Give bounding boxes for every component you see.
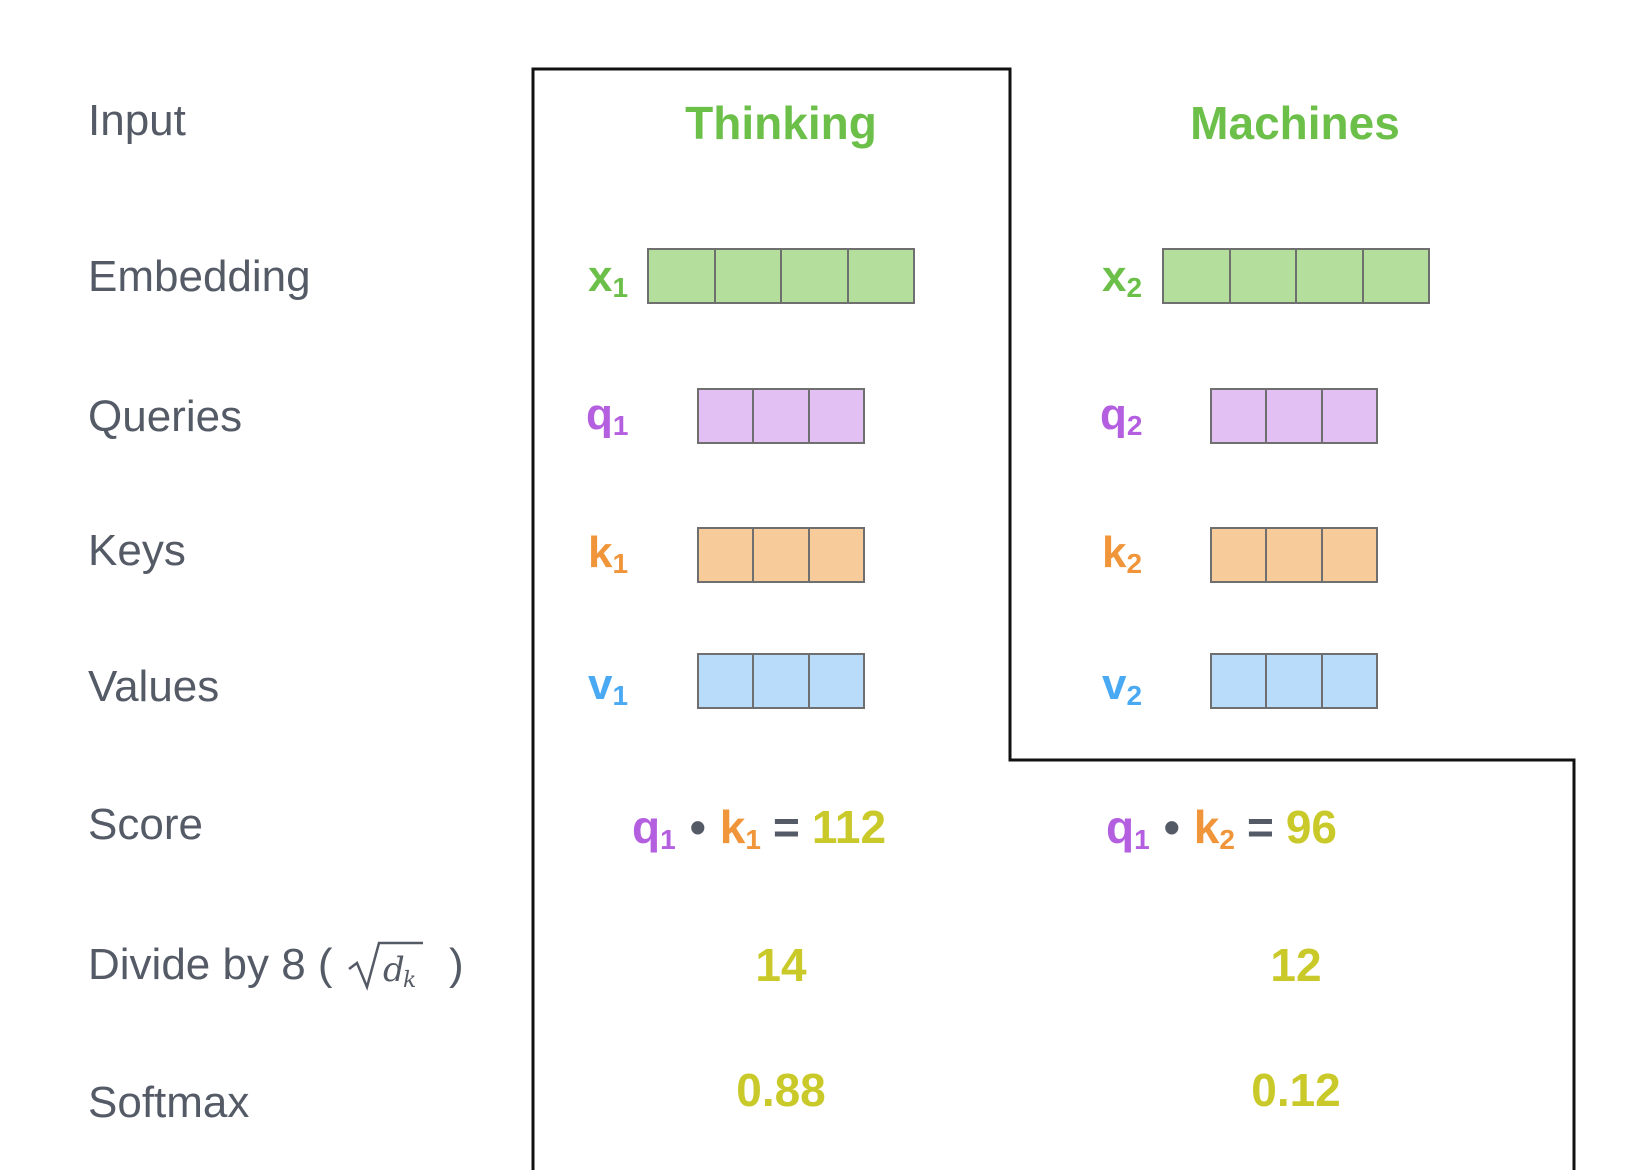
vector-cell: [699, 655, 755, 707]
score-expression-1: q1•k1=112: [632, 801, 887, 855]
embedding-vector-x2: [1162, 248, 1430, 304]
row-label-values: Values: [88, 662, 220, 711]
row-label-score: Score: [88, 800, 203, 849]
value-vector-v2: [1210, 653, 1378, 709]
vector-cell: [699, 390, 755, 442]
score-2-value: 96: [1285, 801, 1338, 853]
row-label-input: Input: [88, 96, 186, 145]
vector-cell: [810, 390, 863, 442]
query-vector-q1: [697, 388, 865, 444]
vector-cell: [699, 529, 755, 581]
vector-cell: [810, 529, 863, 581]
key-vector-k2: [1210, 527, 1378, 583]
row-label-softmax: Softmax: [88, 1078, 250, 1127]
vector-cell: [716, 250, 782, 302]
x1-label: x1: [588, 252, 629, 303]
key-vector-k1: [697, 527, 865, 583]
word-thinking: Thinking: [685, 97, 877, 149]
vector-cell: [810, 655, 863, 707]
vector-cell: [1212, 390, 1268, 442]
softmax-score-2: 0.12: [1251, 1064, 1341, 1116]
vector-cell: [849, 250, 914, 302]
vector-cell: [1212, 529, 1268, 581]
svg-text:k: k: [403, 968, 416, 993]
value-vector-v1: [697, 653, 865, 709]
vector-cell: [1267, 390, 1323, 442]
score-1-k: k1: [719, 801, 761, 855]
vector-cell: [1212, 655, 1268, 707]
divided-score-1: 14: [755, 939, 807, 991]
divide-label-close: ): [449, 940, 464, 989]
row-label-embedding: Embedding: [88, 252, 311, 301]
v1-label: v1: [588, 660, 629, 711]
q2-label: q2: [1100, 390, 1143, 441]
vector-cell: [754, 655, 810, 707]
vector-cell: [1323, 390, 1376, 442]
k2-label: k2: [1102, 528, 1143, 579]
softmax-score-1: 0.88: [736, 1064, 826, 1116]
score-2-q: q1: [1106, 801, 1150, 855]
k1-label: k1: [588, 528, 629, 579]
divide-label-text: Divide by 8 (: [88, 940, 333, 989]
vector-cell: [649, 250, 716, 302]
row-label-queries: Queries: [88, 392, 243, 441]
vector-cell: [1364, 250, 1429, 302]
row-label-divide: Divide by 8 ( d k ): [88, 937, 464, 993]
q1-label: q1: [586, 390, 629, 441]
score-1-q: q1: [632, 801, 676, 855]
score-expression-2: q1•k2=96: [1106, 801, 1338, 855]
x2-label: x2: [1102, 252, 1143, 303]
score-1-value: 112: [811, 801, 887, 853]
vector-cell: [1323, 529, 1376, 581]
score-2-k: k2: [1193, 801, 1235, 855]
vector-cell: [754, 390, 810, 442]
vector-cell: [754, 529, 810, 581]
word-machines: Machines: [1190, 97, 1400, 149]
vector-cell: [1297, 250, 1364, 302]
vector-cell: [1267, 655, 1323, 707]
sqrt-dk-formula: d k: [348, 941, 423, 993]
vector-cell: [1323, 655, 1376, 707]
vector-cell: [1164, 250, 1231, 302]
row-label-keys: Keys: [88, 526, 186, 575]
vector-cell: [782, 250, 849, 302]
svg-text:d: d: [383, 950, 405, 990]
embedding-vector-x1: [647, 248, 915, 304]
v2-label: v2: [1102, 660, 1143, 711]
query-vector-q2: [1210, 388, 1378, 444]
divided-score-2: 12: [1270, 939, 1322, 991]
vector-cell: [1231, 250, 1297, 302]
vector-cell: [1267, 529, 1323, 581]
